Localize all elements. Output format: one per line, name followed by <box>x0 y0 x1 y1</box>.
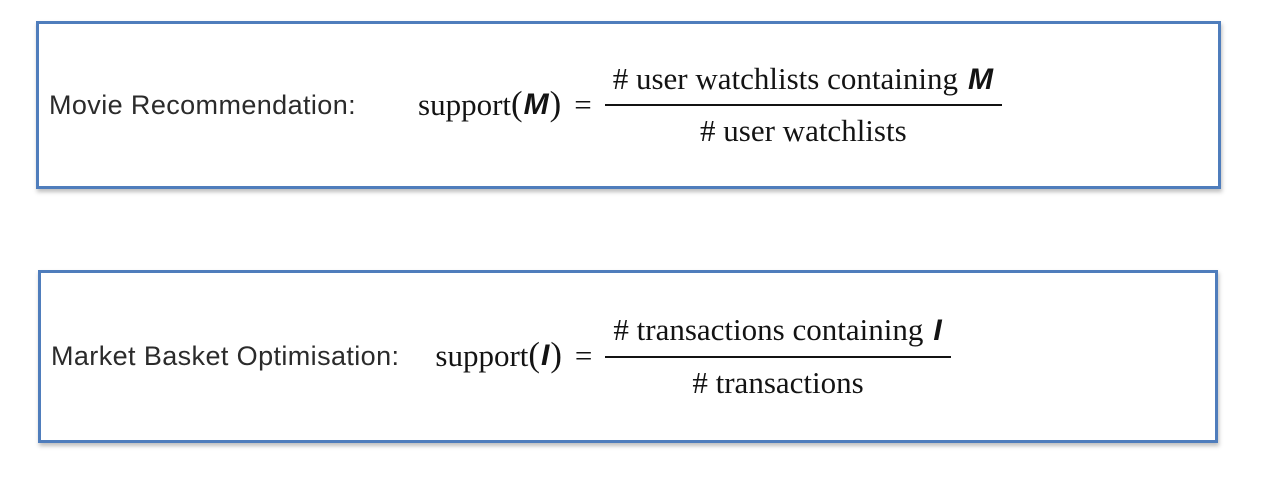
market-basket-label: Market Basket Optimisation: <box>51 341 400 371</box>
itemset-variable: I <box>933 314 942 348</box>
fraction-denominator: # transactions <box>605 355 951 401</box>
movie-recommendation-label: Movie Recommendation: <box>49 89 357 120</box>
equals-sign: = <box>574 86 592 122</box>
open-paren: ( <box>528 335 540 375</box>
numerator-text: # user watchlists containing <box>612 60 958 96</box>
support-function-name: support <box>435 338 529 374</box>
movie-variable: M <box>967 62 994 96</box>
close-paren: ) <box>550 335 562 375</box>
itemset-variable: I <box>540 339 550 373</box>
movie-recommendation-box: Movie Recommendation: support(M) = # use… <box>36 21 1221 189</box>
numerator-text: # transactions containing <box>613 312 924 348</box>
fraction-numerator: # transactions containing I <box>605 312 950 356</box>
open-paren: ( <box>511 83 523 123</box>
movie-support-fraction: # user watchlists containing M # user wat… <box>604 61 1003 149</box>
support-function-name: support <box>418 86 512 122</box>
movie-variable: M <box>523 87 549 121</box>
fraction-denominator: # user watchlists <box>604 104 1003 149</box>
equals-sign: = <box>574 338 593 374</box>
fraction-numerator: # user watchlists containing M <box>605 61 1002 105</box>
movie-support-formula: support(M) = # user watchlists containin… <box>418 61 1003 149</box>
basket-support-fraction: # transactions containing I # transaction… <box>605 312 951 401</box>
close-paren: ) <box>549 83 562 123</box>
market-basket-box: Market Basket Optimisation: support(I) =… <box>38 270 1218 443</box>
